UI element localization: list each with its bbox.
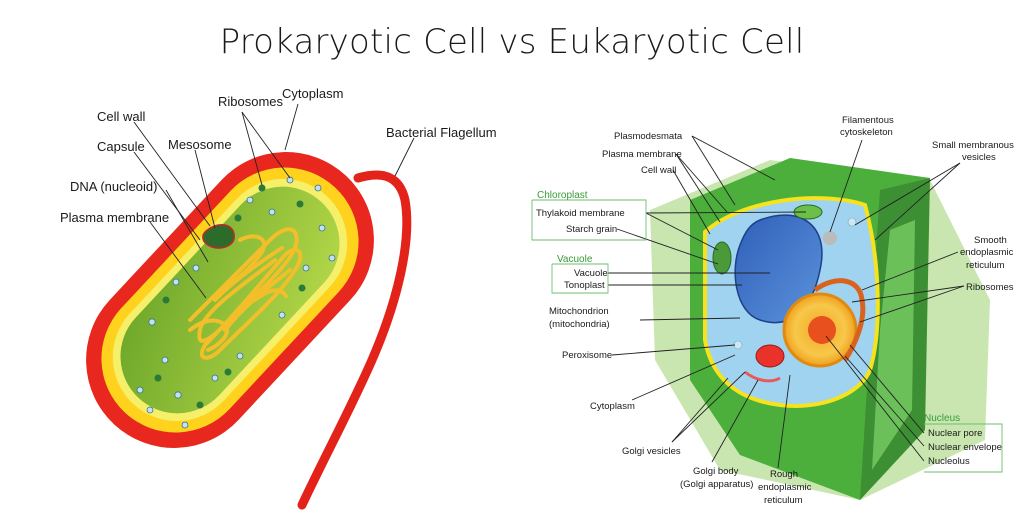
endoplasmic-reticulum (813, 278, 866, 362)
label-smooth-er-3: reticulum (966, 260, 1005, 271)
label-rough-er-3: reticulum (764, 495, 803, 506)
label-plasma-membrane: Plasma membrane (60, 210, 169, 225)
vacuole (734, 214, 823, 324)
label-plasma-membrane-euk: Plasma membrane (602, 149, 682, 160)
eukaryote-leader-lines (608, 135, 965, 469)
group-brackets (531, 199, 1003, 473)
mesosome (202, 224, 235, 249)
prokaryote-labels: Cell wall Capsule DNA (nucleoid) Plasma … (60, 86, 497, 225)
label-smooth-er-2: endoplasmic (960, 247, 1014, 258)
label-golgi-vesicles: Golgi vesicles (622, 446, 681, 457)
label-mesosome: Mesosome (168, 137, 232, 152)
label-golgi-body: Golgi body (693, 466, 739, 477)
label-cell-wall-euk: Cell wall (641, 165, 676, 176)
label-nucleus-group: Nucleus (924, 413, 960, 424)
label-mitochondrion: Mitochondrion (549, 306, 609, 317)
mitochondrion (755, 344, 785, 368)
label-cytoplasm-euk: Cytoplasm (590, 401, 635, 412)
label-nucleolus: Nucleolus (928, 456, 970, 467)
bacterial-flagellum (297, 170, 412, 510)
label-tonoplast: Tonoplast (564, 280, 605, 291)
label-filamentous-1: Filamentous (842, 115, 894, 126)
prokaryote-leader-lines (133, 103, 415, 299)
label-smooth-er-1: Smooth (974, 235, 1007, 246)
label-dna: DNA (nucleoid) (70, 179, 157, 194)
label-plasmodesmata: Plasmodesmata (614, 131, 683, 142)
label-cell-wall: Cell wall (97, 109, 146, 124)
label-small-vesicles-1: Small membranous (932, 140, 1014, 151)
label-nuclear-envelope: Nuclear envelope (928, 442, 1002, 453)
eukaryote-labels: Plasmodesmata Plasma membrane Cell wall … (536, 115, 1014, 506)
nucleolus (808, 316, 836, 344)
label-small-vesicles-2: vesicles (962, 152, 996, 163)
label-golgi-apparatus: (Golgi apparatus) (680, 479, 753, 490)
label-filamentous-2: cytoskeleton (840, 127, 893, 138)
label-flagellum: Bacterial Flagellum (386, 125, 497, 140)
label-mitochondria: (mitochondria) (549, 319, 610, 330)
prokaryotic-cell (86, 152, 412, 510)
label-ribosomes-euk: Ribosomes (966, 282, 1014, 293)
label-capsule: Capsule (97, 139, 145, 154)
label-rough-er-1: Rough (770, 469, 798, 480)
dna-nucleoid (188, 227, 303, 360)
label-starch: Starch grain (566, 224, 617, 235)
chloroplast (712, 241, 732, 275)
golgi-body (744, 370, 781, 383)
ribosomes (136, 176, 336, 429)
label-nuclear-pore: Nuclear pore (928, 428, 982, 439)
label-rough-er-2: endoplasmic (758, 482, 812, 493)
label-peroxisome: Peroxisome (562, 350, 612, 361)
eukaryotic-cell (650, 158, 990, 500)
cytoplasm (120, 186, 340, 414)
label-ribosomes: Ribosomes (218, 94, 284, 109)
label-cytoplasm: Cytoplasm (282, 86, 343, 101)
label-thylakoid: Thylakoid membrane (536, 208, 625, 219)
label-vacuole-group: Vacuole (557, 254, 593, 265)
page-title: Prokaryotic Cell vs Eukaryotic Cell (219, 22, 805, 62)
label-vacuole: Vacuole (574, 268, 608, 279)
label-chloroplast-group: Chloroplast (537, 190, 588, 201)
